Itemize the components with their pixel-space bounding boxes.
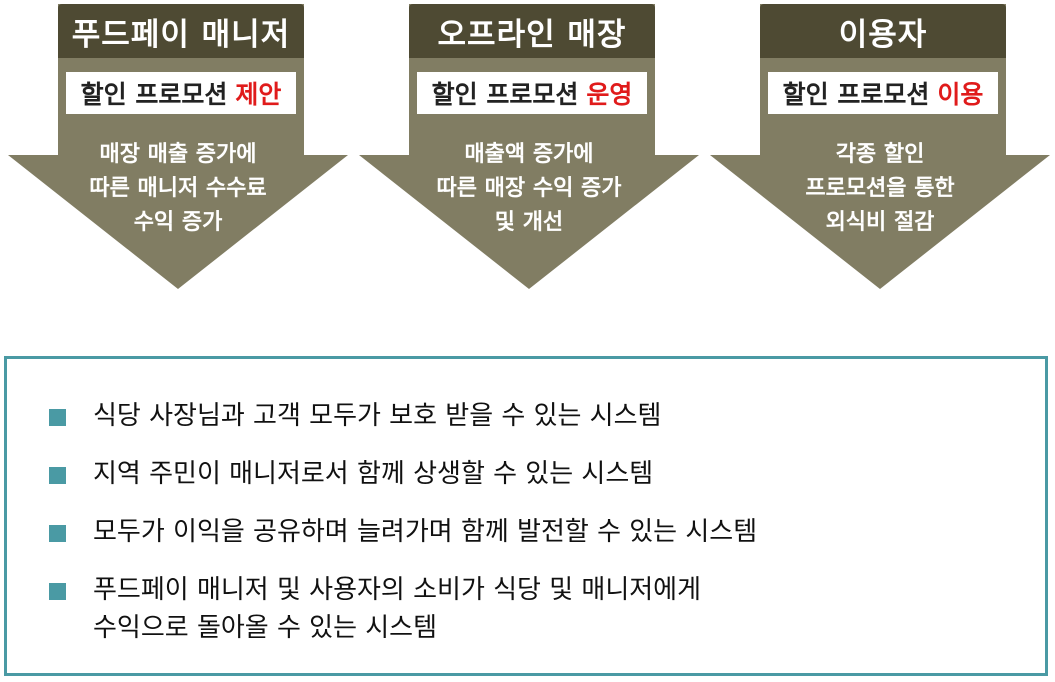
description-line: 매장 매출 증가에 bbox=[99, 142, 257, 167]
column-description: 매장 매출 증가에 따른 매니저 수수료 수익 증가 bbox=[28, 138, 328, 240]
description-line: 및 개선 bbox=[494, 210, 564, 235]
bullet-square-icon bbox=[49, 525, 66, 542]
role-highlight: 이용 bbox=[937, 80, 984, 109]
description-line: 따른 매장 수익 증가 bbox=[436, 176, 622, 201]
benefit-text-line: 수익으로 돌아올 수 있는 시스템 bbox=[93, 613, 438, 643]
bullet-square-icon bbox=[49, 467, 66, 484]
benefits-panel: 식당 사장님과 고객 모두가 보호 받을 수 있는 시스템 지역 주민이 매니저… bbox=[4, 356, 1048, 676]
benefit-text: 지역 주민이 매니저로서 함께 상생할 수 있는 시스템 bbox=[93, 459, 654, 489]
column-description: 매출액 증가에 따른 매장 수익 증가 및 개선 bbox=[379, 138, 679, 240]
column-title: 푸드페이 매니저 bbox=[58, 4, 304, 58]
description-line: 따른 매니저 수수료 bbox=[89, 176, 267, 201]
role-highlight: 운영 bbox=[586, 80, 633, 109]
description-line: 매출액 증가에 bbox=[464, 142, 594, 167]
column-title: 이용자 bbox=[760, 4, 1006, 58]
column-title: 오프라인 매장 bbox=[409, 4, 655, 58]
description-line: 수익 증가 bbox=[133, 210, 223, 235]
column-description: 각종 할인 프로모션을 통한 외식비 절감 bbox=[730, 138, 1030, 240]
description-line: 외식비 절감 bbox=[825, 210, 935, 235]
description-line: 프로모션을 통한 bbox=[805, 176, 955, 201]
benefit-text: 식당 사장님과 고객 모두가 보호 받을 수 있는 시스템 bbox=[93, 401, 662, 431]
role-highlight: 제안 bbox=[235, 80, 282, 109]
benefit-text-line: 푸드페이 매니저 및 사용자의 소비가 식당 및 매니저에게 bbox=[93, 575, 702, 605]
role-prefix: 할인 프로모션 bbox=[782, 80, 930, 109]
benefit-text: 푸드페이 매니저 및 사용자의 소비가 식당 및 매니저에게 수익으로 돌아올 … bbox=[93, 571, 701, 647]
bullet-square-icon bbox=[49, 409, 66, 426]
benefit-text: 모두가 이익을 공유하며 늘려가며 함께 발전할 수 있는 시스템 bbox=[93, 517, 758, 547]
bullet-square-icon bbox=[49, 583, 66, 600]
role-prefix: 할인 프로모션 bbox=[431, 80, 579, 109]
description-line: 각종 할인 bbox=[835, 142, 925, 167]
role-prefix: 할인 프로모션 bbox=[80, 80, 228, 109]
